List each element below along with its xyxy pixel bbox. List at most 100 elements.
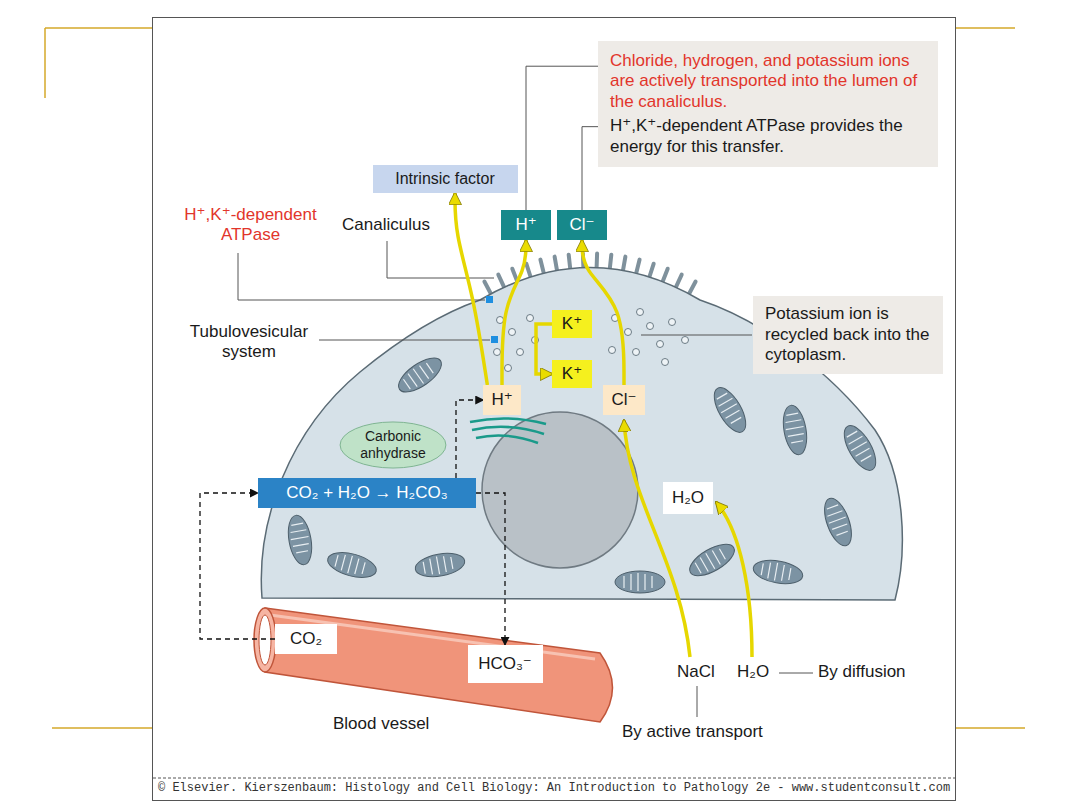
transport-arrow — [624, 420, 690, 657]
enzyme-label: H⁺,K⁺-dependent ATPase — [168, 205, 333, 246]
endoplasmic-reticulum — [470, 418, 546, 443]
vessel-lumen — [259, 615, 271, 665]
leader-line — [238, 253, 485, 300]
vesicle — [494, 349, 501, 356]
substance-label: NaCl — [677, 662, 715, 682]
ion-box: Cl⁻ — [603, 385, 644, 415]
cristae — [783, 413, 806, 444]
product-box: Intrinsic factor — [373, 165, 518, 193]
leader-line — [526, 66, 598, 210]
mitochondrion — [819, 495, 857, 550]
mitochondrion-body — [393, 352, 447, 399]
atpase-pump — [491, 336, 498, 343]
microvillus — [555, 257, 557, 271]
substance-label: H₂O — [737, 662, 769, 682]
leader-line — [641, 335, 752, 336]
mitochondrion-body — [413, 550, 466, 580]
vessel-highlight — [270, 615, 595, 659]
mitochondrion-body — [838, 421, 882, 475]
transport-arrow — [455, 193, 487, 385]
note-box: Potassium ion is recycled back into the … — [753, 296, 943, 373]
template-line — [955, 27, 1015, 29]
mitochondrion-body — [615, 571, 665, 593]
ion-box: K⁺ — [552, 360, 592, 388]
transport-arrow — [536, 324, 552, 374]
microvillus — [610, 255, 612, 269]
cristae — [423, 554, 454, 577]
cristae — [288, 523, 311, 554]
mitochondrion-body — [751, 557, 804, 587]
template-line — [44, 28, 46, 98]
cristae — [694, 546, 727, 576]
transport-arrow — [502, 240, 526, 385]
vesicle — [662, 359, 669, 366]
note-box: Chloride, hydrogen, and potassium ions a… — [598, 41, 938, 167]
node-text: Potassium ion is recycled back into the … — [765, 304, 931, 365]
cristae — [402, 361, 435, 392]
vesicle — [609, 347, 616, 354]
mitochondrion-body — [708, 383, 752, 437]
microvillus — [498, 275, 504, 288]
node-text: Cl⁻ — [611, 390, 636, 410]
node-text: K⁺ — [562, 314, 582, 334]
cristae — [334, 552, 366, 577]
er-membrane — [472, 427, 544, 434]
pathway-arrow — [476, 493, 505, 645]
vesicle — [625, 329, 632, 336]
ion-box: Cl⁻ — [557, 210, 607, 240]
leader-line — [582, 127, 598, 210]
vesicle — [669, 319, 676, 326]
frame-divider — [153, 778, 955, 779]
microvillus — [569, 255, 571, 269]
vesicle — [647, 323, 654, 330]
vesicle — [637, 309, 644, 316]
mitochondria — [285, 352, 882, 593]
structure-label: Canaliculus — [342, 215, 430, 235]
enzyme-shape — [340, 422, 446, 468]
mitochondrion — [838, 421, 882, 475]
node-text: H⁺ — [491, 390, 512, 410]
reaction-box: CO₂ + H₂O → H₂CO₃ — [258, 478, 476, 508]
leader-line — [387, 241, 494, 278]
microvillus — [595, 254, 600, 268]
vesicle — [517, 349, 524, 356]
cristae — [761, 560, 792, 583]
node-text: Carbonic anhydrase — [348, 428, 438, 462]
node-text: Chloride, hydrogen, and potassium ions a… — [610, 51, 926, 112]
mitochondrion-body — [819, 495, 857, 550]
molecule-box: HCO₃⁻ — [468, 645, 543, 683]
atpase-pump — [486, 296, 493, 303]
microvillus — [676, 275, 682, 288]
vesicle — [682, 337, 689, 344]
er-membrane — [470, 418, 546, 424]
template-line — [955, 727, 1025, 729]
microvillus — [663, 269, 668, 282]
microvillus — [526, 264, 530, 277]
structure-label: Blood vessel — [333, 714, 429, 734]
vessel-opening — [254, 608, 276, 672]
mitochondrion — [685, 538, 739, 582]
ion-box: H⁺ — [483, 385, 520, 415]
vesicle — [657, 341, 664, 348]
vesicle — [497, 317, 504, 324]
mitochondrion — [708, 383, 752, 437]
node-text: H⁺,K⁺-dependent ATPase provides the ener… — [610, 116, 926, 157]
node-text: HCO₃⁻ — [478, 654, 532, 674]
vesicle — [633, 349, 640, 356]
blood-vessel — [265, 608, 613, 722]
leader-line — [697, 686, 698, 717]
microvillus — [649, 264, 653, 277]
mitochondrion — [285, 513, 315, 566]
microvillus — [540, 260, 543, 274]
template-line — [45, 27, 152, 29]
node-text: H₂O — [672, 488, 704, 508]
mitochondrion-body — [685, 538, 739, 582]
ion-box: K⁺ — [552, 310, 592, 338]
vesicle — [527, 315, 534, 322]
node-text: Cl⁻ — [569, 215, 594, 235]
node-text: Intrinsic factor — [395, 169, 495, 188]
molecule-box: CO₂ — [275, 624, 337, 654]
mitochondrion-body — [780, 403, 810, 456]
